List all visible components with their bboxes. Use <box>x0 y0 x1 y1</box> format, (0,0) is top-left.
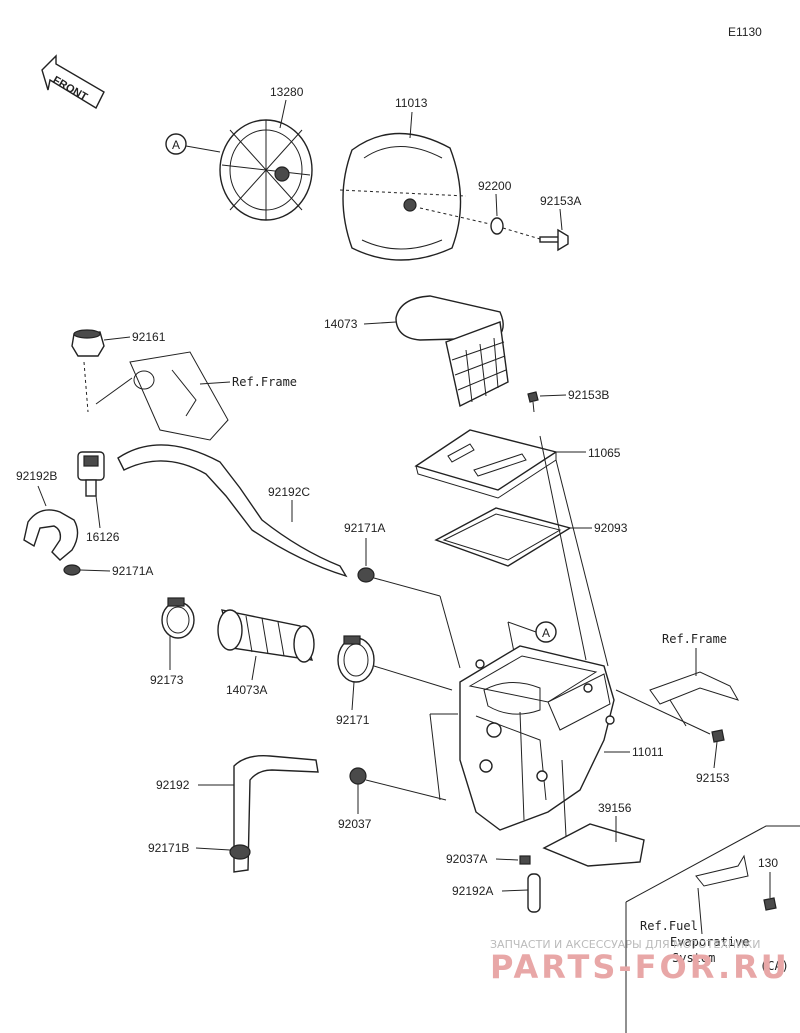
part-label-92192A: 92192A <box>452 884 493 898</box>
clamp-92171B <box>229 844 251 860</box>
front-direction-arrow: FRONT <box>41 54 105 109</box>
part-label-92153: 92153 <box>696 771 730 785</box>
part-label-11065: 11065 <box>588 446 621 460</box>
ref-fuel-line3: System <box>672 951 715 965</box>
part-label-92153B: 92153B <box>568 388 609 402</box>
part-label-14073A: 14073A <box>226 683 267 697</box>
part-label-11011: 11011 <box>632 745 664 759</box>
wing-bolt-92153A <box>539 228 569 252</box>
hose-92192C <box>117 444 348 578</box>
clamp-92171A-right <box>357 567 375 583</box>
part-label-92037A: 92037A <box>446 852 487 866</box>
deflector-39156 <box>542 823 645 867</box>
part-label-92171: 92171 <box>336 713 370 727</box>
ref-frame-right: Ref.Frame <box>662 632 727 646</box>
air-filter-element-11013 <box>339 132 467 261</box>
callout-a-top: A <box>172 138 180 152</box>
bolt-92153 <box>711 729 725 743</box>
screw-92153B <box>527 391 539 413</box>
ref-frame-upper: Ref.Frame <box>232 375 297 389</box>
part-label-92192C: 92192C <box>268 485 310 499</box>
watermark-logo: PARTS-FOR.RU <box>490 948 790 986</box>
part-label-92171A-right: 92171A <box>344 521 385 535</box>
clamp-92037 <box>349 767 367 785</box>
gasket-92093 <box>434 507 572 567</box>
callout-a-housing: A <box>542 626 550 640</box>
clamp-92171 <box>337 635 375 683</box>
clamp-92171A-left <box>63 564 81 576</box>
ref-fuel-line2: Evaporative <box>670 935 749 949</box>
ref-fuel-line4: (CA) <box>760 959 789 973</box>
part-label-92171B: 92171B <box>148 841 189 855</box>
filter-cage-13280 <box>219 119 313 221</box>
part-label-16126: 16126 <box>86 530 120 544</box>
intake-boot-14073A <box>217 609 315 663</box>
part-label-39156: 39156 <box>598 801 632 815</box>
cap-92161 <box>71 329 105 357</box>
valve-16126 <box>77 451 105 497</box>
ref-fuel-line1: Ref.Fuel <box>640 919 698 933</box>
part-label-92171A-left: 92171A <box>112 564 153 578</box>
tube-92192A <box>527 873 541 913</box>
hose-92192 <box>233 755 319 873</box>
watermark-tagline: ЗАПЧАСТИ И АКСЕССУАРЫ ДЛЯ МОТОТЕХНИКИ <box>490 938 760 951</box>
part-label-92161: 92161 <box>132 330 166 344</box>
frame-reference-right <box>649 671 740 727</box>
air-cleaner-housing-11011 <box>459 645 615 831</box>
part-label-92173: 92173 <box>150 673 184 687</box>
fuel-evaporative-reference-box <box>625 825 800 1033</box>
clamp-92173 <box>161 597 195 639</box>
part-label-13280: 13280 <box>270 85 304 99</box>
frame-reference-upper <box>83 351 229 441</box>
part-label-92200: 92200 <box>478 179 512 193</box>
part-label-92037: 92037 <box>338 817 372 831</box>
part-label-92093: 92093 <box>594 521 628 535</box>
part-label-92153A: 92153A <box>540 194 581 208</box>
diagram-code: E1130 <box>728 25 762 39</box>
part-label-130: 130 <box>758 856 778 870</box>
clip-92037A <box>519 855 531 865</box>
part-label-92192: 92192 <box>156 778 190 792</box>
part-label-11013: 11013 <box>395 96 428 110</box>
hose-92192B <box>23 509 79 561</box>
intake-duct-14073 <box>395 295 509 408</box>
part-label-92192B: 92192B <box>16 469 57 483</box>
holder-plate-11065 <box>414 429 558 499</box>
part-label-14073: 14073 <box>324 317 358 331</box>
washer-92200 <box>490 217 504 235</box>
